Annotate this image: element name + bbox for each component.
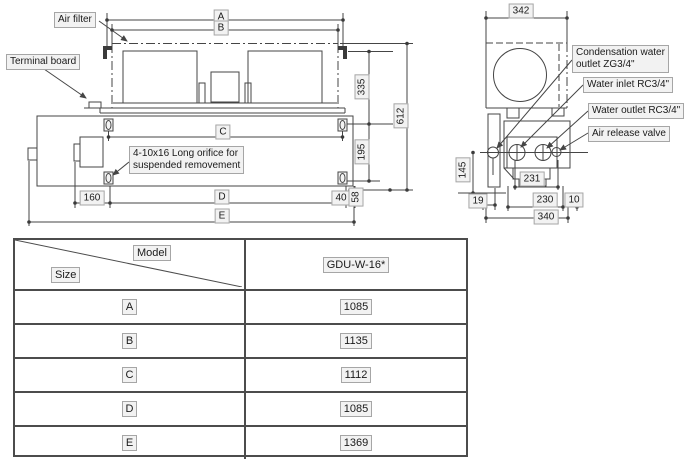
dim-label-E: E — [214, 208, 230, 224]
row-size-E: E — [121, 435, 138, 451]
dimension-drawing — [27, 11, 589, 226]
dim-label-19: 19 — [468, 193, 488, 209]
condensation-line2: outlet ZG3/4" — [576, 59, 635, 70]
row-value-A: 1085 — [339, 299, 373, 315]
side-view — [458, 11, 589, 223]
water-outlet-leader — [546, 110, 589, 149]
header-model-value-cell: GDU-W-16* — [244, 240, 466, 289]
fan-housing-right — [247, 50, 323, 104]
row-value-B: 1135 — [340, 333, 372, 349]
table-row: A 1085 — [15, 289, 466, 323]
table-header-row: Model Size GDU-W-16* — [15, 240, 466, 289]
fan-volute — [493, 48, 547, 102]
dim-label-612: 612 — [393, 103, 409, 129]
dim-label-230: 230 — [532, 192, 558, 208]
orifice-note-line1: 4-10x16 Long orifice for — [133, 148, 239, 159]
dim-label-195: 195 — [354, 139, 370, 165]
terminal-board — [88, 101, 102, 109]
dim-label-58: 58 — [348, 187, 364, 207]
terminal-board-label: Terminal board — [6, 54, 81, 70]
table-row: B 1135 — [15, 323, 466, 357]
water-outlet-label: Water outlet RC3/4" — [588, 103, 685, 119]
dim-label-10: 10 — [564, 192, 584, 208]
dim-label-D: D — [214, 189, 230, 205]
water-inlet-label: Water inlet RC3/4" — [583, 77, 674, 93]
table-row: C 1112 — [15, 357, 466, 391]
condensation-outlet-label: Condensation water outlet ZG3/4" — [572, 45, 669, 73]
orifice-note-line2: suspended removement — [133, 160, 241, 171]
row-size-A: A — [121, 299, 138, 315]
dim-label-C: C — [215, 124, 231, 140]
dim-label-B: B — [213, 20, 229, 36]
terminal-board-leader — [43, 68, 87, 99]
water-inlet-leader — [520, 84, 584, 148]
model-value: GDU-W-16* — [322, 256, 390, 273]
air-release-leader — [559, 132, 589, 151]
table-row: D 1085 — [15, 391, 466, 425]
row-size-C: C — [121, 367, 138, 383]
dim-label-145: 145 — [455, 157, 471, 183]
filter-clip-right — [338, 46, 347, 59]
fan-housing-left — [122, 50, 198, 104]
header-model-size-cell: Model Size — [15, 240, 244, 289]
dim-label-335: 335 — [354, 74, 370, 100]
header-model-label: Model — [133, 245, 171, 261]
header-size-label: Size — [51, 267, 81, 283]
air-filter-label: Air filter — [54, 12, 96, 28]
dim-label-160: 160 — [79, 190, 105, 206]
filter-clip-left — [103, 46, 112, 59]
motor-bracket-left — [198, 82, 206, 104]
orifice-note: 4-10x16 Long orifice for suspended remov… — [129, 146, 245, 174]
orifice-leader — [112, 161, 130, 176]
dim-label-342: 342 — [508, 3, 534, 19]
row-value-C: 1112 — [340, 367, 372, 383]
air-release-valve-port — [551, 147, 562, 157]
row-size-D: D — [121, 401, 138, 417]
row-value-E: 1369 — [339, 435, 373, 451]
condensation-outlet-port — [487, 146, 499, 159]
air-release-valve-label: Air release valve — [588, 126, 670, 142]
front-view — [27, 13, 413, 226]
condensation-leader — [496, 59, 573, 149]
row-value-D: 1085 — [339, 401, 373, 417]
dimensions-table: Model Size GDU-W-16* A 1085 B 1135 C 111… — [13, 238, 468, 459]
row-size-B: B — [121, 333, 138, 349]
dim-label-340: 340 — [533, 209, 559, 225]
motor — [210, 71, 240, 103]
table-row: E 1369 — [15, 425, 466, 459]
header-diagonal-line — [15, 240, 242, 287]
condensation-line1: Condensation water — [576, 47, 665, 58]
left-end-tab — [27, 147, 38, 161]
pipe-connection-box — [79, 136, 104, 168]
dim-label-231: 231 — [519, 171, 545, 187]
